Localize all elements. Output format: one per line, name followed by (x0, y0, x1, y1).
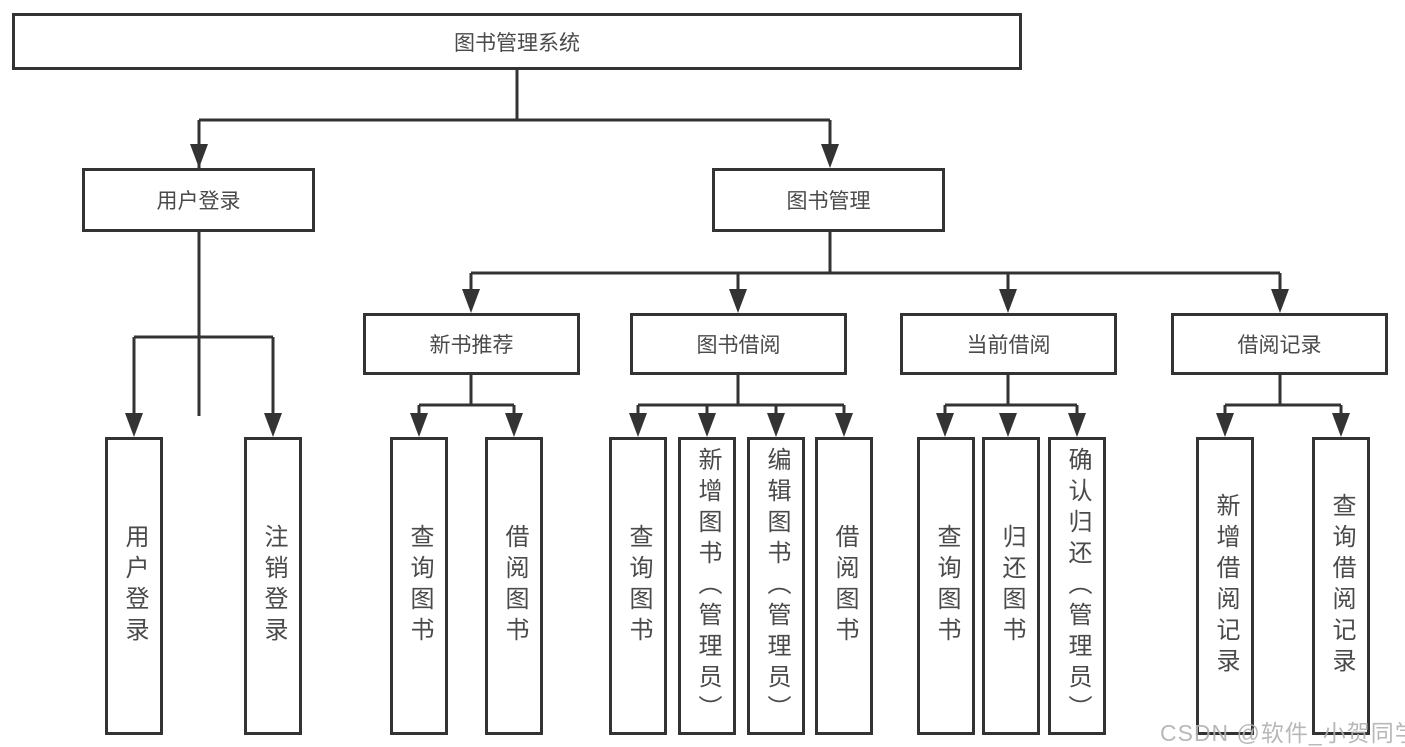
node-label: 用户登录 (121, 524, 148, 648)
node-new-book-recommendation: 新书推荐 (363, 313, 580, 375)
node-label: 编辑图书（管理员） (763, 446, 790, 726)
node-label: 当前借阅 (966, 334, 1051, 357)
node-label: 新增借阅记录 (1212, 493, 1239, 679)
node-current-borrowing: 当前借阅 (900, 313, 1117, 375)
leaf-borrow-books: 借阅图书 (815, 437, 873, 735)
node-label: 查询图书 (625, 524, 652, 648)
leaf-logout: 注销登录 (244, 437, 302, 735)
csdn-watermark: CSDN @软件_小贺同学 (1160, 720, 1405, 746)
node-borrowing-records: 借阅记录 (1171, 313, 1388, 375)
node-user-login: 用户登录 (82, 168, 315, 232)
node-label: 新增图书（管理员） (694, 446, 721, 726)
leaf-borrow-books-recommend: 借阅图书 (485, 437, 543, 735)
leaf-confirm-return-admin: 确认归还（管理员） (1048, 437, 1106, 735)
node-label: 查询借阅记录 (1328, 493, 1355, 679)
leaf-return-books: 归还图书 (982, 437, 1040, 735)
node-label: 借阅图书 (831, 524, 858, 648)
leaf-query-books-recommend: 查询图书 (390, 437, 448, 735)
arrowheads (125, 144, 1350, 437)
leaf-add-borrow-record: 新增借阅记录 (1196, 437, 1254, 735)
leaf-query-books-borrowing: 查询图书 (609, 437, 667, 735)
node-label: 新书推荐 (429, 334, 514, 357)
node-label: 归还图书 (998, 524, 1025, 648)
node-root-library-system: 图书管理系统 (12, 13, 1022, 70)
node-label: 借阅记录 (1237, 334, 1322, 357)
node-label: 确认归还（管理员） (1064, 446, 1091, 726)
node-label: 图书管理 (786, 190, 871, 213)
leaf-edit-books-admin: 编辑图书（管理员） (747, 437, 805, 735)
node-label: 查询图书 (406, 524, 433, 648)
node-label: 用户登录 (156, 190, 241, 213)
node-label: 查询图书 (933, 524, 960, 648)
node-label: 图书管理系统 (454, 31, 580, 55)
node-label: 图书借阅 (696, 334, 781, 357)
leaf-query-books-current: 查询图书 (917, 437, 975, 735)
leaf-add-books-admin: 新增图书（管理员） (678, 437, 736, 735)
leaf-query-borrow-record: 查询借阅记录 (1312, 437, 1370, 735)
node-book-management: 图书管理 (712, 168, 945, 232)
node-label: 借阅图书 (501, 524, 528, 648)
leaf-user-login: 用户登录 (105, 437, 163, 735)
node-book-borrowing: 图书借阅 (630, 313, 847, 375)
node-label: 注销登录 (260, 524, 287, 648)
